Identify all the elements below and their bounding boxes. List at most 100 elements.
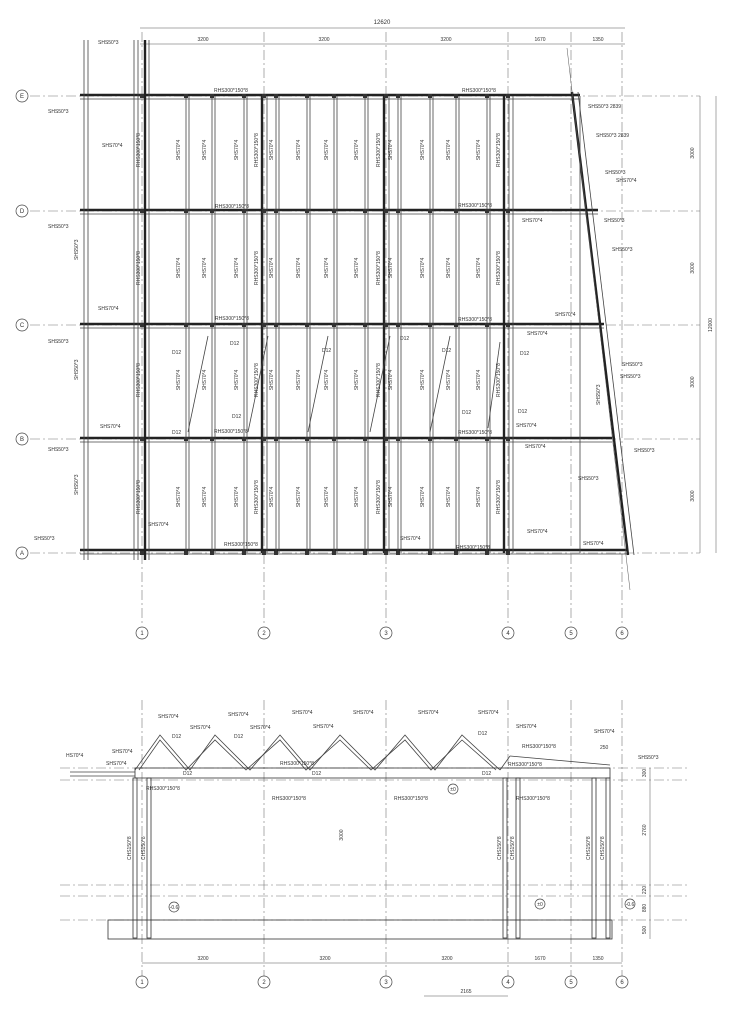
level-mark-icon: [447, 783, 459, 795]
section-right-label: 250: [600, 745, 609, 751]
left-label: SHS50*3: [48, 109, 69, 115]
beam-label: RHS300*150*8: [215, 316, 249, 322]
section-left-label: HS70*4: [66, 753, 83, 759]
purlin-label: SHS70*4: [388, 487, 394, 508]
right-label: SHS50*3: [620, 374, 641, 380]
purlin-label: SHS70*4: [176, 140, 182, 161]
purlin-label: SHS70*4: [446, 370, 452, 391]
bay-height-C-B: 3000: [690, 376, 696, 387]
section-beam-label: RHS300*150*8: [394, 796, 428, 802]
axis-label-C: C: [20, 323, 25, 329]
plan-axis-bubble-6: [615, 626, 629, 640]
joint-node: [262, 94, 266, 98]
joint-node: [274, 209, 278, 213]
diagonal-label: D12: [172, 350, 181, 356]
section-bottom-dim: 3200: [441, 956, 452, 962]
diagonal-label: D12: [322, 348, 331, 354]
beam-label: RHS300*150*8: [458, 203, 492, 209]
plan-axis-label-2: 2: [262, 631, 266, 637]
section-axis-bubble-6: [615, 975, 629, 989]
level-mark-icon: [624, 898, 636, 910]
section-beam-label: RHS300*150*8: [516, 796, 550, 802]
purlin-label: SHS70*4: [176, 370, 182, 391]
diagonal-label: D12: [172, 734, 181, 740]
dimension-4-5: 1670: [534, 37, 545, 43]
right-label: SHS70*4: [516, 423, 537, 429]
plan-axis-label-5: 5: [569, 631, 573, 637]
diagonal-brace: [429, 335, 451, 433]
joint-node: [305, 323, 309, 327]
left-label: SHS50*3: [48, 224, 69, 230]
joint-node: [396, 209, 400, 213]
purlin-label: SHS70*4: [269, 140, 275, 161]
diagonal-brace: [487, 341, 501, 429]
purlin-label: SHS70*4: [324, 487, 330, 508]
beam-label: RHS300*150*8: [214, 429, 248, 435]
left-label: SHS70*4: [100, 424, 121, 430]
joint-node: [384, 437, 388, 441]
left-label: SHS50*3: [34, 536, 55, 542]
dimension-2-3: 3200: [318, 37, 329, 43]
purlin-label: SHS70*4: [388, 140, 394, 161]
joint-node: [262, 323, 266, 327]
joint-node: [184, 323, 188, 327]
plan-axis-label-1: 1: [140, 631, 144, 637]
column-label: RHS300*150*8: [136, 133, 142, 167]
joint-node: [332, 551, 336, 555]
purlin-label: SHS70*4: [202, 140, 208, 161]
joint-node: [506, 94, 510, 98]
right-label: SHS50*3: [634, 448, 655, 454]
joint-node: [184, 209, 188, 213]
joint-node: [428, 209, 432, 213]
dimension-1-2: 3200: [197, 37, 208, 43]
axis-bubble-B: [15, 432, 29, 446]
purlin-label: SHS70*4: [476, 487, 482, 508]
right-label: SHS50*3 2839: [596, 133, 629, 139]
right-label: SHS50*3: [622, 362, 643, 368]
section-axis-label-6: 6: [620, 980, 624, 986]
columns: [132, 777, 611, 939]
diagonal-label: D12: [518, 409, 527, 415]
section-top-label: SHS70*4: [228, 712, 249, 718]
right-label: SHS50*3: [596, 384, 602, 405]
section-column-label: CHS150*8: [586, 836, 592, 860]
joint-node: [485, 323, 489, 327]
slanted-edge: [566, 47, 635, 591]
section-top-label: SHS70*4: [516, 724, 537, 730]
section-top-label: SHS70*4: [190, 725, 211, 731]
section-beam-label: RHS300*150*8: [508, 762, 542, 768]
axis-bubble-A: [15, 546, 29, 560]
plan-axis-bubble-1: [135, 626, 149, 640]
purlin-label: SHS70*4: [354, 258, 360, 279]
joint-node: [506, 323, 510, 327]
section-beam-label: RHS300*150*8: [146, 786, 180, 792]
purlin-label: SHS70*4: [420, 140, 426, 161]
axis-label-B: B: [20, 437, 24, 443]
column-label: RHS300*150*8: [496, 133, 502, 167]
level-mark: -0.6: [170, 905, 179, 911]
joint-node: [396, 437, 400, 441]
plan-axis-label-3: 3: [384, 631, 388, 637]
joint-node: [242, 437, 246, 441]
joint-node: [242, 551, 246, 555]
right-label: SHS50*3: [612, 247, 633, 253]
right-label: SHS70*4: [583, 541, 604, 547]
joint-node: [363, 94, 367, 98]
joint-node: [384, 323, 388, 327]
joint-node: [140, 209, 144, 213]
joint-node: [262, 209, 266, 213]
column-label: RHS300*150*8: [376, 133, 382, 167]
purlin-label: SHS70*4: [420, 487, 426, 508]
purlin-label: SHS70*4: [476, 258, 482, 279]
section-axis-label-4: 4: [506, 980, 510, 986]
purlin-label: SHS70*4: [354, 370, 360, 391]
diagonal-label: D12: [478, 731, 487, 737]
purlin-label: SHS70*4: [234, 140, 240, 161]
overall-dimension: 12620: [374, 20, 391, 26]
purlin-label: SHS70*4: [476, 370, 482, 391]
bay-height-B-A: 3000: [690, 490, 696, 501]
diagonal-label: D12: [462, 410, 471, 416]
right-label: SHS50*3 2839: [588, 104, 621, 110]
purlin-label: SHS70*4: [296, 140, 302, 161]
